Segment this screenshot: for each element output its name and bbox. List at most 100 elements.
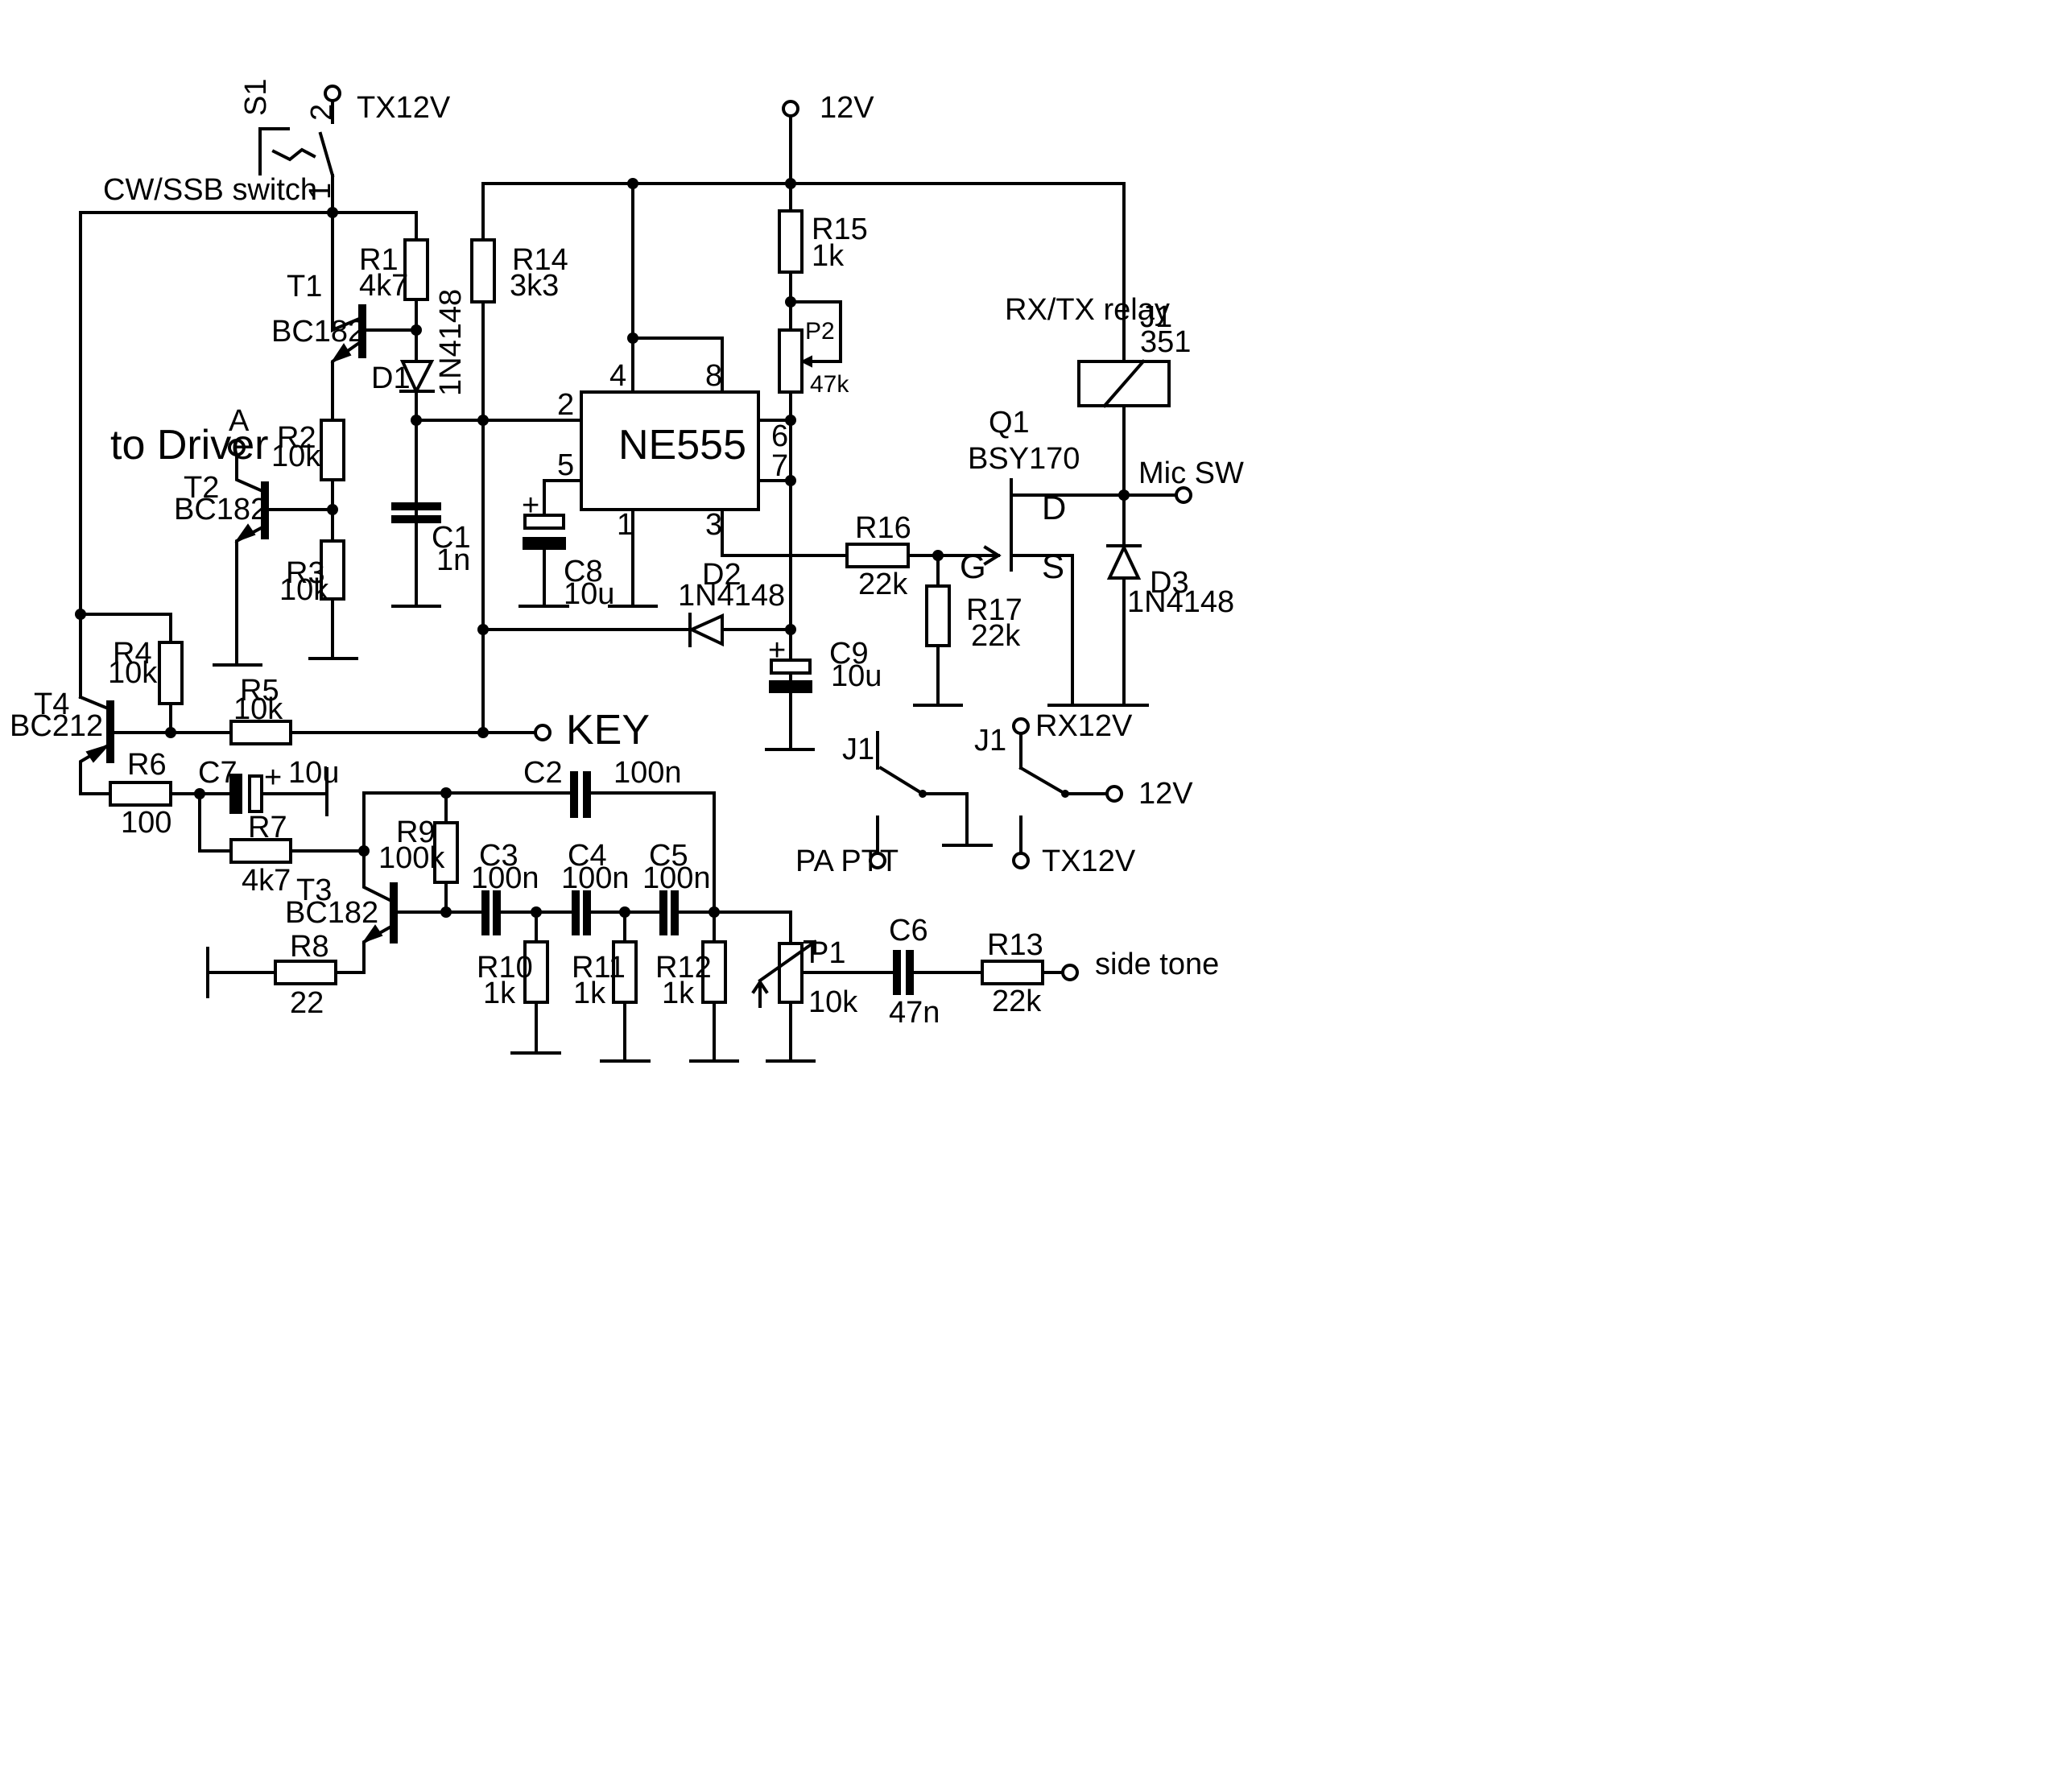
label-d-pin: D bbox=[1042, 489, 1066, 526]
junction-dot bbox=[709, 906, 720, 918]
label-r2: R2 bbox=[277, 421, 316, 455]
label-c7-val: 10u bbox=[288, 756, 339, 790]
label-cw-ssb: CW/SSB switch bbox=[103, 173, 317, 207]
terminal-tx12v-top bbox=[324, 85, 341, 102]
label-t3-type: BC182 bbox=[285, 896, 378, 930]
label-r4-val: 10k bbox=[108, 656, 158, 690]
junction-dot bbox=[1061, 790, 1069, 798]
capacitor-c7-plate bbox=[248, 774, 263, 813]
junction-dot bbox=[785, 624, 796, 635]
resistor-r6 bbox=[109, 781, 172, 807]
wire-j1-left bbox=[876, 731, 993, 855]
transistors bbox=[85, 304, 1013, 944]
label-r2-val: 10k bbox=[271, 440, 321, 473]
label-pin5: 5 bbox=[557, 448, 574, 482]
junction-dot bbox=[194, 788, 205, 799]
label-r6-val: 100 bbox=[121, 806, 171, 840]
label-pin1: 1 bbox=[617, 508, 634, 542]
junction-dot bbox=[785, 475, 796, 486]
potentiometer-p2 bbox=[778, 328, 804, 394]
mosfet-q1-gate-arrow-icon bbox=[983, 545, 1002, 566]
wire-t3-base bbox=[395, 910, 792, 945]
junction-dot bbox=[619, 906, 630, 918]
label-r10: R10 bbox=[477, 951, 533, 985]
wire-t1-collector bbox=[331, 211, 361, 333]
label-s-pin: S bbox=[1042, 547, 1064, 585]
resistor-r13 bbox=[981, 960, 1044, 985]
label-12v-top: 12V bbox=[820, 91, 874, 125]
label-r1-val: 4k7 bbox=[359, 269, 408, 303]
label-pin3: 3 bbox=[705, 508, 722, 542]
label-r8-val: 22 bbox=[290, 986, 324, 1020]
resistor-r1 bbox=[403, 238, 429, 301]
label-c4: C4 bbox=[568, 839, 607, 873]
label-key: KEY bbox=[566, 707, 650, 754]
label-r11: R11 bbox=[572, 951, 626, 985]
label-g-pin: G bbox=[960, 547, 986, 585]
label-r9-val: 100k bbox=[378, 841, 445, 875]
label-r12-val: 1k bbox=[662, 977, 695, 1010]
junction-dot bbox=[531, 906, 542, 918]
junction-dot bbox=[327, 207, 338, 218]
label-c6-val: 47n bbox=[889, 996, 940, 1030]
label-q1: Q1 bbox=[989, 406, 1030, 440]
resistor-r11 bbox=[612, 940, 638, 1004]
diode-d3 bbox=[1106, 543, 1142, 580]
label-mic-sw: Mic SW bbox=[1138, 456, 1244, 490]
resistor-r16 bbox=[845, 543, 910, 568]
junction-dot bbox=[477, 415, 489, 426]
label-c9: C9 bbox=[829, 637, 869, 671]
terminal-rx12v bbox=[1012, 717, 1030, 735]
label-r13: R13 bbox=[987, 928, 1043, 962]
terminal-12v-top bbox=[782, 100, 799, 118]
resistor-r17 bbox=[925, 584, 951, 647]
label-j1-val: 351 bbox=[1140, 325, 1191, 359]
resistor-r12 bbox=[701, 940, 727, 1004]
p1-adjust-arrow-icon bbox=[758, 939, 817, 983]
junction-dot bbox=[627, 178, 638, 189]
wire-pin4-8 bbox=[631, 182, 724, 394]
terminals bbox=[228, 85, 1192, 981]
label-pin6: 6 bbox=[771, 419, 788, 453]
terminal-to-driver bbox=[228, 439, 246, 456]
label-r15: R15 bbox=[812, 213, 868, 246]
wires bbox=[78, 114, 1177, 1063]
label-r4: R4 bbox=[113, 637, 152, 671]
label-d3: D3 bbox=[1150, 566, 1189, 600]
label-rxtx-relay: RX/TX relay bbox=[1005, 293, 1170, 327]
label-p2: P2 bbox=[805, 318, 835, 345]
wire-r1-d1 bbox=[391, 298, 441, 608]
wire-p1 bbox=[766, 971, 1064, 1063]
label-c9-val: 10u bbox=[831, 659, 882, 693]
wire-pin1 bbox=[608, 508, 658, 608]
label-d2-type: 1N4148 bbox=[678, 579, 785, 613]
label-t3: T3 bbox=[296, 873, 332, 907]
capacitor-c4 bbox=[572, 890, 591, 935]
label-d1: D1 bbox=[371, 361, 411, 395]
label-d1-type: 1N4148 bbox=[434, 289, 468, 396]
label-c8-val: 10u bbox=[564, 577, 614, 611]
junction-dot bbox=[785, 296, 796, 308]
label-s1-pin1: 1 bbox=[304, 183, 337, 200]
label-r8: R8 bbox=[290, 930, 329, 964]
label-c1: C1 bbox=[432, 521, 471, 555]
junction-dot bbox=[627, 332, 638, 344]
junction-dot bbox=[919, 790, 927, 798]
junctions bbox=[75, 178, 1130, 918]
junction-dot bbox=[785, 415, 796, 426]
junction-dot bbox=[440, 787, 452, 799]
wire-t1-emitter bbox=[308, 341, 361, 660]
label-r9: R9 bbox=[396, 815, 436, 849]
junction-dot bbox=[411, 415, 422, 426]
label-r7-val: 4k7 bbox=[242, 864, 291, 898]
label-r5-val: 10k bbox=[233, 692, 283, 726]
label-c8: C8 bbox=[564, 555, 603, 588]
resistor-r14 bbox=[470, 238, 496, 303]
label-c5-val: 100n bbox=[642, 861, 711, 895]
resistor-r8 bbox=[274, 960, 337, 985]
label-r16: R16 bbox=[855, 511, 911, 545]
transistor-t3-emitter-arrow-icon bbox=[361, 924, 383, 944]
terminal-12v-relay bbox=[1105, 785, 1123, 803]
diodes bbox=[399, 360, 1142, 647]
